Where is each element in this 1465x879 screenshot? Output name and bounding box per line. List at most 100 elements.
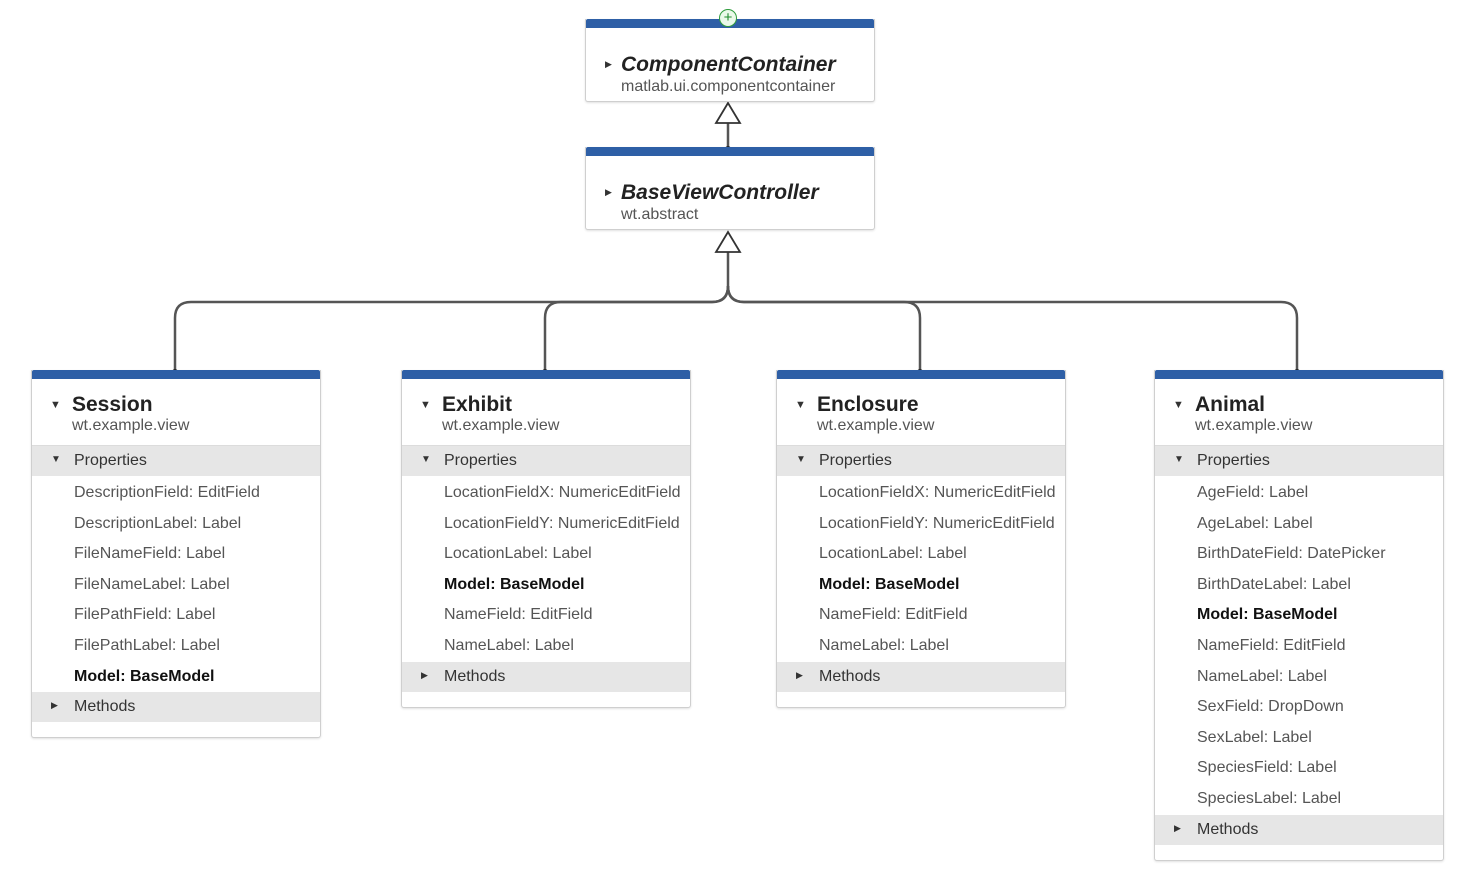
methods-label: Methods xyxy=(1197,820,1259,838)
add-superclass-icon[interactable]: + xyxy=(719,9,737,27)
inheritance-arrowhead xyxy=(714,101,742,124)
caret-right-icon[interactable]: ▶ xyxy=(51,700,58,711)
class-footer xyxy=(1155,845,1443,860)
caret-right-icon[interactable]: ▶ xyxy=(421,669,428,680)
property-item[interactable]: NameField: EditField xyxy=(1197,636,1346,654)
properties-section-header[interactable]: ▼Properties xyxy=(1155,446,1443,476)
property-item[interactable]: FileNameLabel: Label xyxy=(74,575,230,593)
inheritance-arrowhead xyxy=(714,230,742,253)
property-item[interactable]: BirthDateField: DatePicker xyxy=(1197,545,1386,563)
properties-label: Properties xyxy=(444,452,517,469)
property-item[interactable]: FilePathField: Label xyxy=(74,606,216,624)
property-item[interactable]: SexLabel: Label xyxy=(1197,728,1312,746)
methods-label: Methods xyxy=(444,667,506,685)
caret-down-icon[interactable]: ▼ xyxy=(50,399,61,411)
caret-down-icon[interactable]: ▼ xyxy=(51,454,61,465)
caret-down-icon[interactable]: ▼ xyxy=(420,399,431,411)
property-item[interactable]: NameLabel: Label xyxy=(444,636,574,654)
properties-section-header[interactable]: ▼Properties xyxy=(32,446,320,476)
class-name: Enclosure xyxy=(817,393,919,416)
class-package: wt.example.view xyxy=(817,417,935,434)
class-footer xyxy=(402,692,690,707)
properties-section-header[interactable]: ▼ Properties xyxy=(777,446,1065,476)
class-name: ComponentContainer xyxy=(621,53,836,76)
methods-section-header[interactable]: ▶ Methods xyxy=(1155,814,1443,845)
property-item[interactable]: NameField: EditField xyxy=(444,606,593,624)
class-name: BaseViewController xyxy=(621,181,819,204)
property-item[interactable]: LocationFieldX: NumericEditField xyxy=(444,484,681,501)
property-item[interactable]: AgeLabel: Label xyxy=(1197,514,1313,532)
property-item[interactable]: SpeciesField: Label xyxy=(1197,759,1337,777)
class-package: wt.example.view xyxy=(72,417,190,434)
class-name: Exhibit xyxy=(442,393,513,416)
property-item[interactable]: SpeciesLabel: Label xyxy=(1197,789,1342,807)
class-package: wt.abstract xyxy=(621,206,699,223)
property-item[interactable]: LocationLabel: Label xyxy=(819,545,967,563)
property-item[interactable]: Model: BaseModel xyxy=(444,575,585,593)
properties-section-header[interactable]: ▼ Properties xyxy=(402,446,690,476)
caret-down-icon[interactable]: ▼ xyxy=(1173,399,1184,411)
property-item[interactable]: Model: BaseModel xyxy=(1197,606,1338,624)
methods-label: Methods xyxy=(819,667,881,685)
class-header-band xyxy=(586,147,874,156)
class-name: Session xyxy=(72,393,153,416)
property-item[interactable]: DescriptionLabel: Label xyxy=(74,514,242,532)
class-footer xyxy=(32,722,320,737)
property-item[interactable]: LocationFieldY: NumericEditField xyxy=(819,514,1055,532)
connector-exhibit xyxy=(543,285,730,371)
property-item[interactable]: Model: BaseModel xyxy=(819,575,960,593)
connector-enclosure xyxy=(726,285,922,371)
caret-right-icon[interactable]: ▶ xyxy=(605,59,612,69)
property-item[interactable]: NameField: EditField xyxy=(819,606,968,624)
property-item[interactable]: SexField: DropDown xyxy=(1197,698,1344,716)
class-header-band xyxy=(1155,370,1443,379)
property-item[interactable]: Model: BaseModel xyxy=(74,667,215,685)
caret-down-icon[interactable]: ▼ xyxy=(795,399,806,411)
methods-section-header[interactable]: ▶ Methods xyxy=(32,692,320,723)
class-footer xyxy=(777,692,1065,707)
property-item[interactable]: LocationLabel: Label xyxy=(444,545,592,563)
property-item[interactable]: NameLabel: Label xyxy=(1197,667,1327,685)
property-item[interactable]: AgeField: Label xyxy=(1197,484,1309,501)
methods-section-header[interactable]: ▶ Methods xyxy=(402,661,690,692)
property-item[interactable]: LocationFieldX: NumericEditField xyxy=(819,484,1056,501)
property-item[interactable]: DescriptionField: EditField xyxy=(74,484,260,501)
caret-down-icon[interactable]: ▼ xyxy=(1174,454,1184,465)
property-item[interactable]: BirthDateLabel: Label xyxy=(1197,575,1351,593)
superclass-base-view-controller[interactable]: ▶ BaseViewController wt.abstract xyxy=(585,147,875,230)
caret-down-icon[interactable]: ▼ xyxy=(796,454,806,465)
property-item[interactable]: FilePathLabel: Label xyxy=(74,636,220,654)
property-item[interactable]: NameLabel: Label xyxy=(819,636,949,654)
connector-animal xyxy=(726,285,1299,371)
caret-right-icon[interactable]: ▶ xyxy=(605,187,612,197)
methods-label: Methods xyxy=(74,698,136,716)
properties-label: Properties xyxy=(819,452,892,469)
caret-right-icon[interactable]: ▶ xyxy=(1174,822,1181,833)
class-package: wt.example.view xyxy=(1195,417,1313,434)
methods-section-header[interactable]: ▶ Methods xyxy=(777,661,1065,692)
caret-right-icon[interactable]: ▶ xyxy=(796,669,803,680)
caret-down-icon[interactable]: ▼ xyxy=(421,454,431,465)
class-header-band xyxy=(32,370,320,379)
property-item[interactable]: FileNameField: Label xyxy=(74,545,226,563)
connector-session xyxy=(173,252,730,371)
class-name: Animal xyxy=(1195,393,1266,416)
class-header[interactable]: ▶ BaseViewController wt.abstract xyxy=(586,156,874,229)
property-item[interactable]: LocationFieldY: NumericEditField xyxy=(444,514,680,532)
class-header-band xyxy=(777,370,1065,379)
class-package: wt.example.view xyxy=(442,417,560,434)
